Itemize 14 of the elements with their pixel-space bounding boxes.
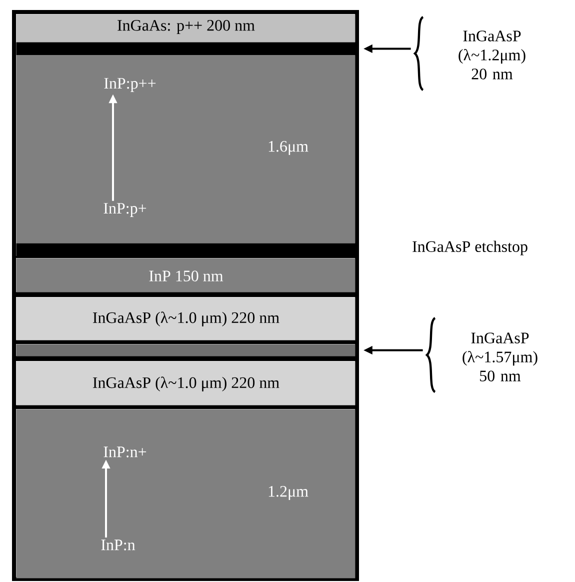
layer-bar <box>16 243 356 256</box>
layer-band: InGaAsP (λ~1.0 μm) 220 nm <box>16 361 356 406</box>
layer-text: InP:n <box>101 540 136 550</box>
layer-text: InP:p+ <box>104 203 146 217</box>
layer-band: InGaAsP (λ~1.0 μm) 220 nm <box>16 297 356 340</box>
annotation-text: InGaAsP (λ~1.2μm) 20 nm <box>458 30 526 80</box>
layer-text: InP:p++ <box>104 78 156 92</box>
layer-band: InP 150 nm <box>16 258 356 292</box>
layer-label: InGaAsP etchstop <box>412 240 528 256</box>
layer-band: InGaAs: p++ 200 nm <box>16 14 356 42</box>
layer-bar <box>16 344 356 356</box>
layer-text: InP:n+ <box>104 446 146 458</box>
annotation-text: InGaAsP (λ~1.57μm) 50 nm <box>462 332 538 382</box>
layer-bar <box>16 42 356 56</box>
